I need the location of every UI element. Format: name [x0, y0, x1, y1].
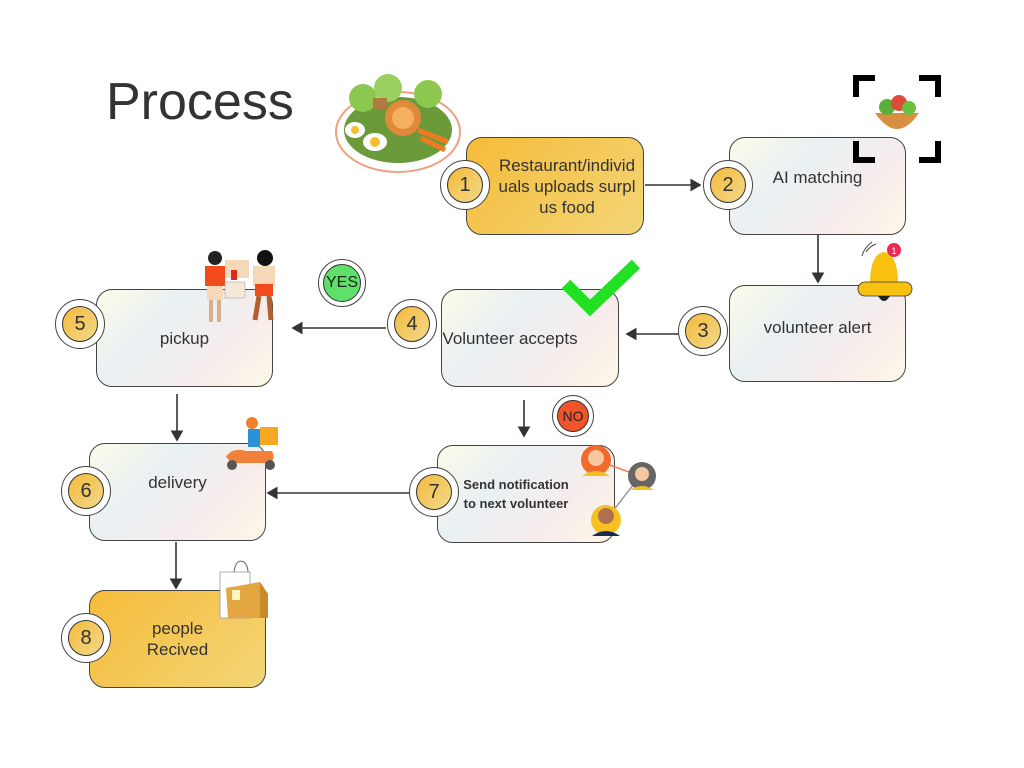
step-label: AI matching	[772, 167, 863, 187]
step-number-5: 5	[55, 299, 105, 349]
step-number-3: 3	[678, 306, 728, 356]
step-label: Send notification to next volunteer	[463, 477, 569, 511]
step-box-1: Restaurant/individuals uploads surplus f…	[466, 137, 644, 235]
checkmark-icon	[561, 259, 641, 317]
volunteer-network-icon	[581, 445, 656, 536]
food-bag-icon	[219, 560, 268, 619]
step-number-7: 7	[409, 467, 459, 517]
yes-badge: YES	[318, 259, 366, 307]
bell-icon: 1	[857, 241, 913, 301]
delivery-scooter-icon	[226, 417, 278, 470]
step-number-4: 4	[387, 299, 437, 349]
food-drive-volunteers-icon	[205, 250, 275, 322]
step-label: Restaurant/individuals uploads surplus f…	[498, 155, 636, 217]
step-label: pickup	[159, 328, 210, 348]
page-title: Process	[106, 73, 294, 131]
step-number-8: 8	[61, 613, 111, 663]
step-label: Volunteer accepts	[442, 328, 578, 348]
step-label: people Recived	[146, 619, 209, 659]
step-box-2: AI matching	[729, 137, 906, 235]
food-plate-icon	[335, 74, 461, 173]
step-number-6: 6	[61, 466, 111, 516]
scan-frame-icon	[853, 75, 941, 163]
step-number-2: 2	[703, 160, 753, 210]
step-label: volunteer alert	[763, 318, 872, 337]
notification-count: 1	[891, 246, 896, 256]
step-label: delivery	[148, 472, 207, 492]
step-number-1: 1	[440, 160, 490, 210]
step-box-3: volunteer alert	[729, 285, 906, 382]
no-badge: NO	[552, 395, 594, 437]
step-box-5: pickup	[96, 289, 273, 387]
